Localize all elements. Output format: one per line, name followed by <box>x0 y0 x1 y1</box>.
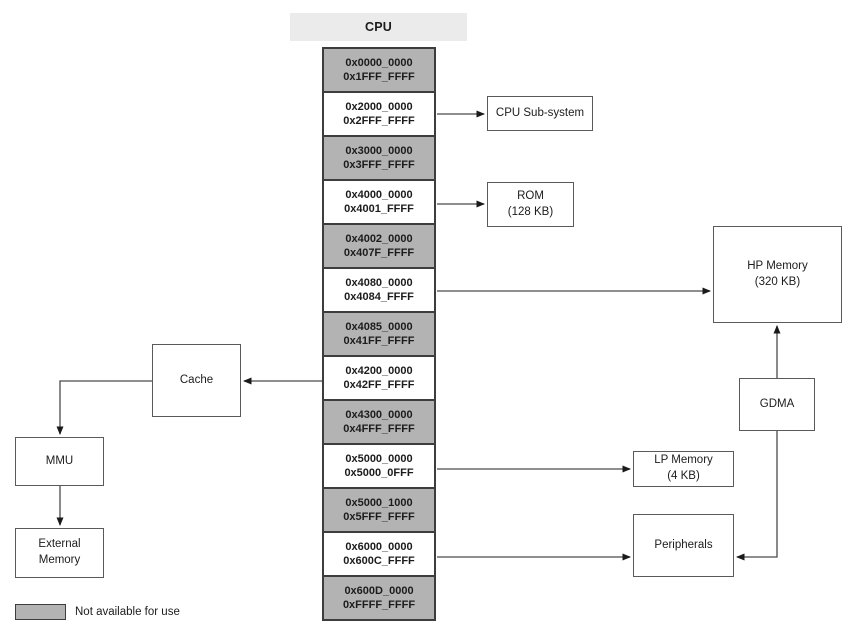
legend-unavailable-swatch <box>15 604 66 620</box>
cache-box: Cache <box>152 344 241 417</box>
memory-region-row: 0x5000_1000 0x5FFF_FFFF <box>324 487 434 531</box>
legend: Not available for use <box>15 604 180 620</box>
region-end-address: 0x600C_FFFF <box>343 555 415 567</box>
region-end-address: 0x41FF_FFFF <box>343 335 415 347</box>
memory-region-row: 0x0000_0000 0x1FFF_FFFF <box>324 49 434 91</box>
region-start-address: 0x600D_0000 <box>344 584 414 597</box>
external-memory-label-line1: External <box>38 538 81 551</box>
region-start-address: 0x3000_0000 <box>345 144 413 157</box>
external-memory-label-line2: Memory <box>38 554 81 566</box>
external-memory-box: External Memory <box>15 528 104 578</box>
rom-box: ROM (128 KB) <box>487 182 574 227</box>
memory-region-row: 0x600D_0000 0xFFFF_FFFF <box>324 575 434 619</box>
region-start-address: 0x6000_0000 <box>345 540 413 553</box>
connector-cache-to-mmu <box>56 380 152 435</box>
cpu-subsystem-label: CPU Sub-system <box>495 106 585 119</box>
region-start-address: 0x0000_0000 <box>345 56 413 69</box>
region-end-address: 0x4084_FFFF <box>344 291 414 303</box>
cache-label: Cache <box>179 373 214 386</box>
memory-region-row: 0x4300_0000 0x4FFF_FFFF <box>324 399 434 443</box>
cpu-header: CPU <box>290 13 467 41</box>
region-start-address: 0x4002_0000 <box>345 232 413 245</box>
region-end-address: 0x1FFF_FFFF <box>343 71 415 83</box>
region-start-address: 0x4200_0000 <box>345 364 413 377</box>
memory-region-row: 0x4085_0000 0x41FF_FFFF <box>324 311 434 355</box>
connector-gdma-to-peripherals <box>736 431 778 561</box>
cpu-header-label: CPU <box>365 20 392 34</box>
peripherals-label: Peripherals <box>654 538 713 551</box>
region-end-address: 0x5FFF_FFFF <box>343 511 415 523</box>
region-start-address: 0x5000_1000 <box>345 496 413 509</box>
mmu-label: MMU <box>45 454 74 467</box>
mmu-box: MMU <box>15 437 104 486</box>
region-end-address: 0x2FFF_FFFF <box>343 115 415 127</box>
memory-region-row: 0x6000_0000 0x600C_FFFF <box>324 531 434 575</box>
region-end-address: 0x5000_0FFF <box>344 467 414 479</box>
memory-map-column: 0x0000_0000 0x1FFF_FFFF 0x2000_0000 0x2F… <box>322 47 436 621</box>
region-end-address: 0x4001_FFFF <box>344 203 414 215</box>
region-end-address: 0x407F_FFFF <box>343 247 415 259</box>
region-start-address: 0x4080_0000 <box>345 276 413 289</box>
region-end-address: 0xFFFF_FFFF <box>342 599 416 611</box>
hp-memory-size: (320 KB) <box>754 275 801 288</box>
region-start-address: 0x4085_0000 <box>345 320 413 333</box>
region-end-address: 0x3FFF_FFFF <box>343 159 415 171</box>
region-end-address: 0x4FFF_FFFF <box>343 423 415 435</box>
region-start-address: 0x4300_0000 <box>345 408 413 421</box>
gdma-label: GDMA <box>759 397 795 410</box>
hp-memory-label: HP Memory <box>747 259 808 272</box>
legend-label: Not available for use <box>75 606 180 618</box>
lp-memory-box: LP Memory (4 KB) <box>633 451 734 487</box>
cpu-subsystem-box: CPU Sub-system <box>487 96 593 131</box>
gdma-box: GDMA <box>739 378 815 431</box>
memory-region-row: 0x3000_0000 0x3FFF_FFFF <box>324 135 434 179</box>
region-start-address: 0x4000_0000 <box>345 188 413 201</box>
region-start-address: 0x5000_0000 <box>345 452 413 465</box>
region-end-address: 0x42FF_FFFF <box>343 379 415 391</box>
rom-label: ROM <box>517 189 544 202</box>
memory-region-row: 0x4080_0000 0x4084_FFFF <box>324 267 434 311</box>
memory-region-row: 0x4200_0000 0x42FF_FFFF <box>324 355 434 399</box>
lp-memory-size: (4 KB) <box>667 470 700 482</box>
hp-memory-box: HP Memory (320 KB) <box>713 226 842 323</box>
lp-memory-label: LP Memory <box>654 454 713 467</box>
rom-size: (128 KB) <box>507 205 554 218</box>
memory-region-row: 0x5000_0000 0x5000_0FFF <box>324 443 434 487</box>
peripherals-box: Peripherals <box>633 514 734 577</box>
memory-region-row: 0x4002_0000 0x407F_FFFF <box>324 223 434 267</box>
memory-region-row: 0x2000_0000 0x2FFF_FFFF <box>324 91 434 135</box>
region-start-address: 0x2000_0000 <box>345 100 413 113</box>
memory-region-row: 0x4000_0000 0x4001_FFFF <box>324 179 434 223</box>
